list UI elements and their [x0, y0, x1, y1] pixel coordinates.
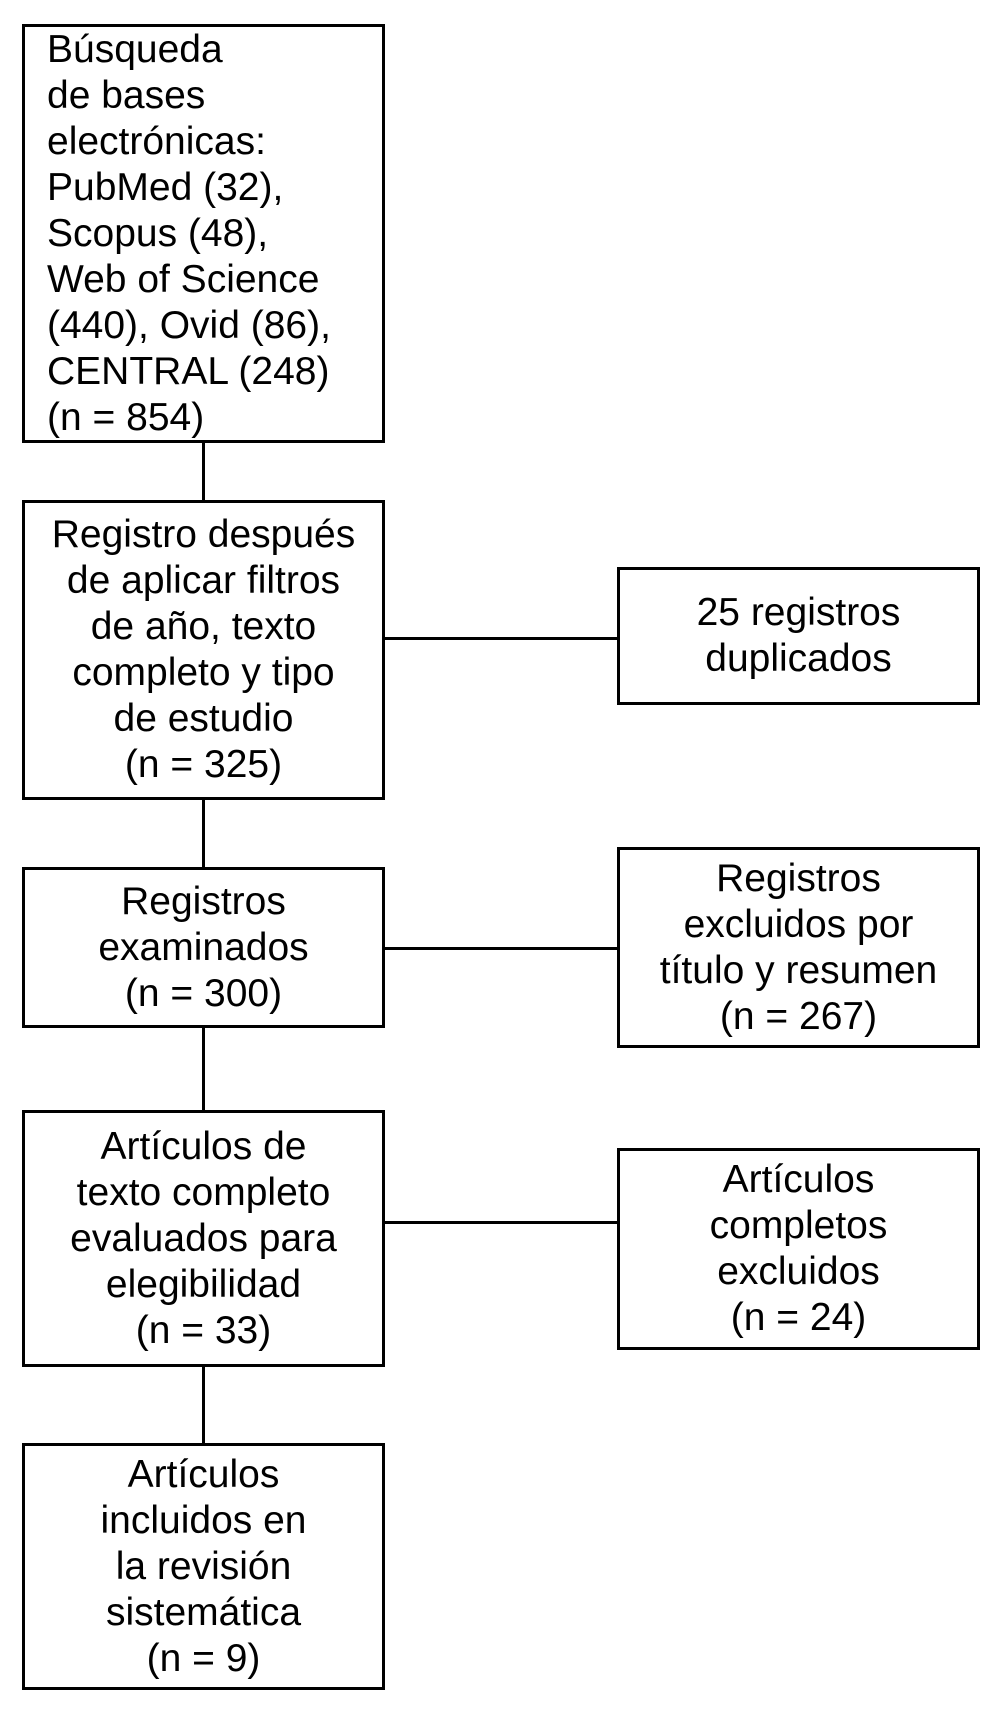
- connector-horizontal-excluded-title-abstract: [385, 947, 617, 950]
- exclusion-box-duplicate-records: 25 registros duplicados: [617, 567, 980, 705]
- exclusion-box-excluded-fulltext: Artículos completos excluidos (n = 24): [617, 1148, 980, 1350]
- connector-vertical-1: [202, 443, 205, 500]
- flow-box-fulltext-assessed: Artículos de texto completo evaluados pa…: [22, 1110, 385, 1367]
- flow-box-records-screened: Registros examinados (n = 300): [22, 867, 385, 1028]
- connector-vertical-4: [202, 1367, 205, 1443]
- connector-vertical-3: [202, 1028, 205, 1110]
- connector-horizontal-duplicates: [385, 637, 617, 640]
- flow-box-records-after-filters: Registro después de aplicar filtros de a…: [22, 500, 385, 800]
- connector-horizontal-excluded-fulltext: [385, 1221, 617, 1224]
- flow-box-included-in-review: Artículos incluidos en la revisión siste…: [22, 1443, 385, 1690]
- flow-box-database-search: Búsqueda de bases electrónicas: PubMed (…: [22, 24, 385, 443]
- connector-vertical-2: [202, 800, 205, 867]
- exclusion-box-excluded-title-abstract: Registros excluidos por título y resumen…: [617, 847, 980, 1048]
